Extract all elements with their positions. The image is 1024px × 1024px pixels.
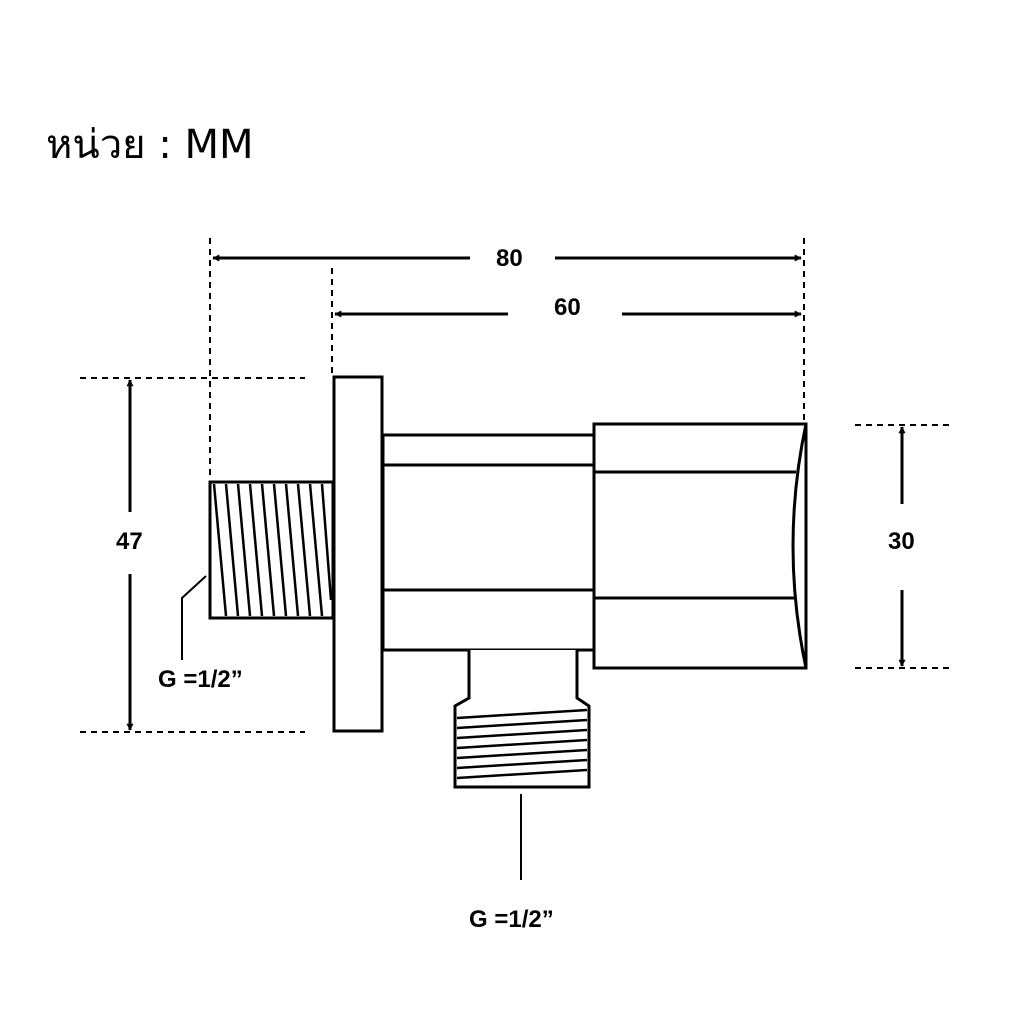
wall-flange	[332, 375, 384, 733]
inlet-thread-hatching	[212, 483, 333, 617]
dim-label-80: 80	[496, 245, 523, 272]
outlet-thread-hatching	[456, 708, 588, 780]
dimension-arrows	[126, 254, 906, 731]
leader-lines	[181, 575, 522, 880]
inlet-thread-label: G =1/2”	[158, 666, 243, 693]
valve-body	[208, 375, 808, 789]
dim-label-60: 60	[554, 294, 581, 321]
unit-title: หน่วย : MM	[46, 122, 254, 168]
dim-label-47: 47	[116, 528, 143, 555]
outlet-thread-label: G =1/2”	[469, 906, 554, 933]
handle-head	[592, 422, 808, 670]
handle-cap-curve	[791, 423, 808, 669]
valve-stem-body	[381, 433, 596, 652]
inlet-leader-line	[181, 575, 207, 660]
dim-label-30: 30	[888, 528, 915, 555]
extension-lines	[80, 238, 952, 733]
